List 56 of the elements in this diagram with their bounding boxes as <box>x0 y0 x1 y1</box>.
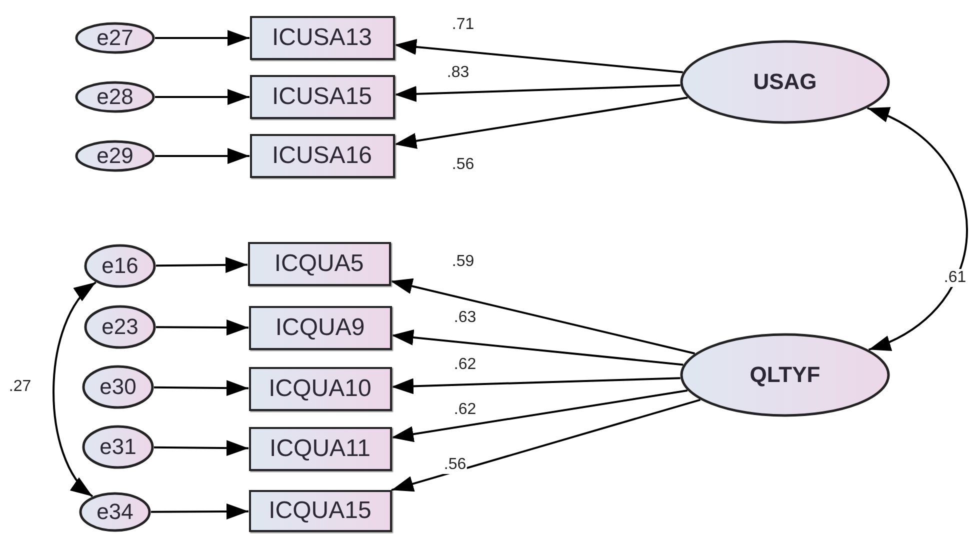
edge-label: .56 <box>442 456 468 474</box>
error-ellipse <box>79 492 151 532</box>
error-ellipse <box>75 22 155 54</box>
latent-variable-name: QLTYF <box>750 362 820 388</box>
edge-label: .61 <box>942 269 968 287</box>
path-arrow <box>391 377 680 394</box>
indicator-box <box>248 242 390 286</box>
indicator-box <box>250 75 394 119</box>
error-term-name: e23 <box>102 314 138 340</box>
error-term-name: e16 <box>102 253 138 279</box>
path-arrow <box>155 148 250 164</box>
error-ellipse <box>84 305 156 349</box>
error-ellipse <box>82 365 154 409</box>
error-term-name: e30 <box>100 374 136 400</box>
latent-ellipse <box>680 333 890 417</box>
path-arrow <box>391 390 688 442</box>
path-arrow <box>394 39 683 74</box>
latent-variable-name: USAG <box>753 69 817 95</box>
path-arrow <box>390 278 696 354</box>
path-arrow <box>155 89 250 105</box>
indicator-name: ICQUA15 <box>268 497 372 525</box>
path-arrow <box>391 329 684 366</box>
error-term-name: e31 <box>100 434 136 460</box>
indicator-name: ICQUA11 <box>270 435 370 463</box>
error-ellipse <box>75 140 155 172</box>
error-term-name: e29 <box>96 143 134 169</box>
indicator-box <box>248 306 392 350</box>
indicator-name: ICQUA9 <box>275 314 365 342</box>
indicator-box <box>250 16 394 60</box>
error-term-name: e28 <box>96 84 134 110</box>
error-ellipse <box>82 425 154 469</box>
indicator-box <box>248 490 392 532</box>
indicator-name: ICUSA15 <box>272 83 372 111</box>
indicator-name: ICQUA10 <box>268 375 372 403</box>
error-term-name: e34 <box>96 499 134 525</box>
path-arrow <box>394 96 688 149</box>
indicator-box <box>248 367 392 411</box>
path-arrow <box>156 320 248 336</box>
path-arrow <box>151 503 248 520</box>
path-arrow <box>154 380 249 396</box>
error-ellipse <box>84 244 156 288</box>
path-arrow <box>155 30 250 46</box>
indicator-box <box>250 134 394 178</box>
error-term-name: e27 <box>96 25 134 51</box>
path-arrow <box>156 256 248 273</box>
path-arrow <box>394 84 680 102</box>
indicator-name: ICUSA13 <box>272 24 372 52</box>
covariance-arrow <box>866 107 968 351</box>
covariance-arrow <box>52 282 96 498</box>
path-arrow <box>154 440 249 456</box>
latent-ellipse <box>680 40 890 124</box>
indicator-name: ICQUA5 <box>274 250 364 278</box>
indicator-box <box>248 427 392 471</box>
path-arrow <box>391 398 701 492</box>
indicator-name: ICUSA16 <box>272 142 372 170</box>
error-ellipse <box>75 81 155 113</box>
